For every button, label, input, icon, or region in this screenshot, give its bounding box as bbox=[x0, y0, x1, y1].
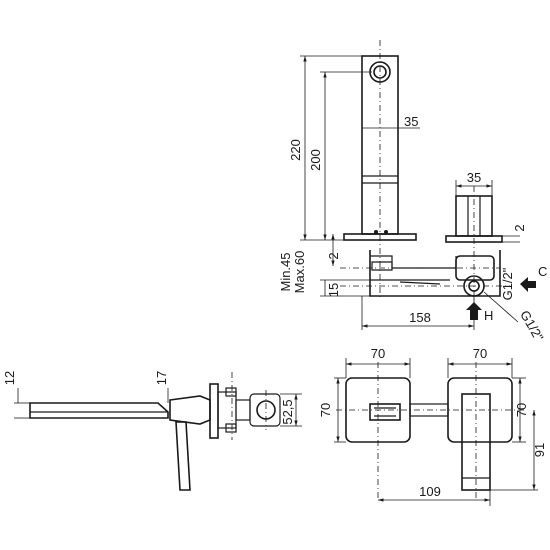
dim-70-left-label: 70 bbox=[318, 403, 333, 417]
dim-12-label: 12 bbox=[2, 371, 17, 385]
side-view: 220 200 35 35 2 2 Min.45 Max.60 15 158 G… bbox=[278, 40, 547, 344]
dim-35-spout-label: 35 bbox=[404, 114, 418, 129]
front-wall-plate bbox=[209, 383, 219, 439]
dim-35-mixer-label: 35 bbox=[467, 170, 481, 185]
dim-2-right-label: 2 bbox=[512, 224, 527, 231]
dim-158-label: 158 bbox=[409, 310, 431, 325]
spout-outlet-rect bbox=[369, 403, 401, 421]
dim-52-5-label: 52,5 bbox=[280, 399, 295, 424]
dim-109-label: 109 bbox=[419, 484, 441, 499]
dim-70-top-left-label: 70 bbox=[371, 346, 385, 361]
cold-label: C bbox=[538, 264, 547, 279]
plan-view: 70 70 70 70 91 109 bbox=[318, 346, 547, 506]
front-view: 12 17 52,5 bbox=[2, 371, 302, 491]
spout-flange bbox=[343, 233, 417, 241]
wall-box bbox=[369, 250, 501, 297]
dim-220-label: 220 bbox=[288, 139, 303, 161]
dim-70-top-right-label: 70 bbox=[473, 346, 487, 361]
dim-17-label: 17 bbox=[154, 371, 169, 385]
dim-2-left-label: 2 bbox=[326, 252, 341, 259]
inlet-thread-label-1: G1/2" bbox=[500, 267, 515, 300]
front-spout bbox=[29, 402, 169, 419]
mixer-cover-plate bbox=[447, 377, 513, 443]
inlet-thread-label-2: G1/2" bbox=[517, 308, 547, 344]
dim-15-label: 15 bbox=[326, 283, 341, 297]
dim-70-right-label: 70 bbox=[514, 403, 529, 417]
dim-91-label: 91 bbox=[532, 443, 547, 457]
dim-200-label: 200 bbox=[308, 149, 323, 171]
cold-inlet-arrow-icon bbox=[520, 277, 536, 292]
front-lever bbox=[175, 421, 191, 491]
min-depth-label: Min.45 bbox=[278, 252, 293, 291]
hot-inlet-arrow-icon bbox=[466, 302, 482, 320]
hot-label: H bbox=[484, 308, 493, 323]
max-depth-label: Max.60 bbox=[292, 251, 307, 294]
